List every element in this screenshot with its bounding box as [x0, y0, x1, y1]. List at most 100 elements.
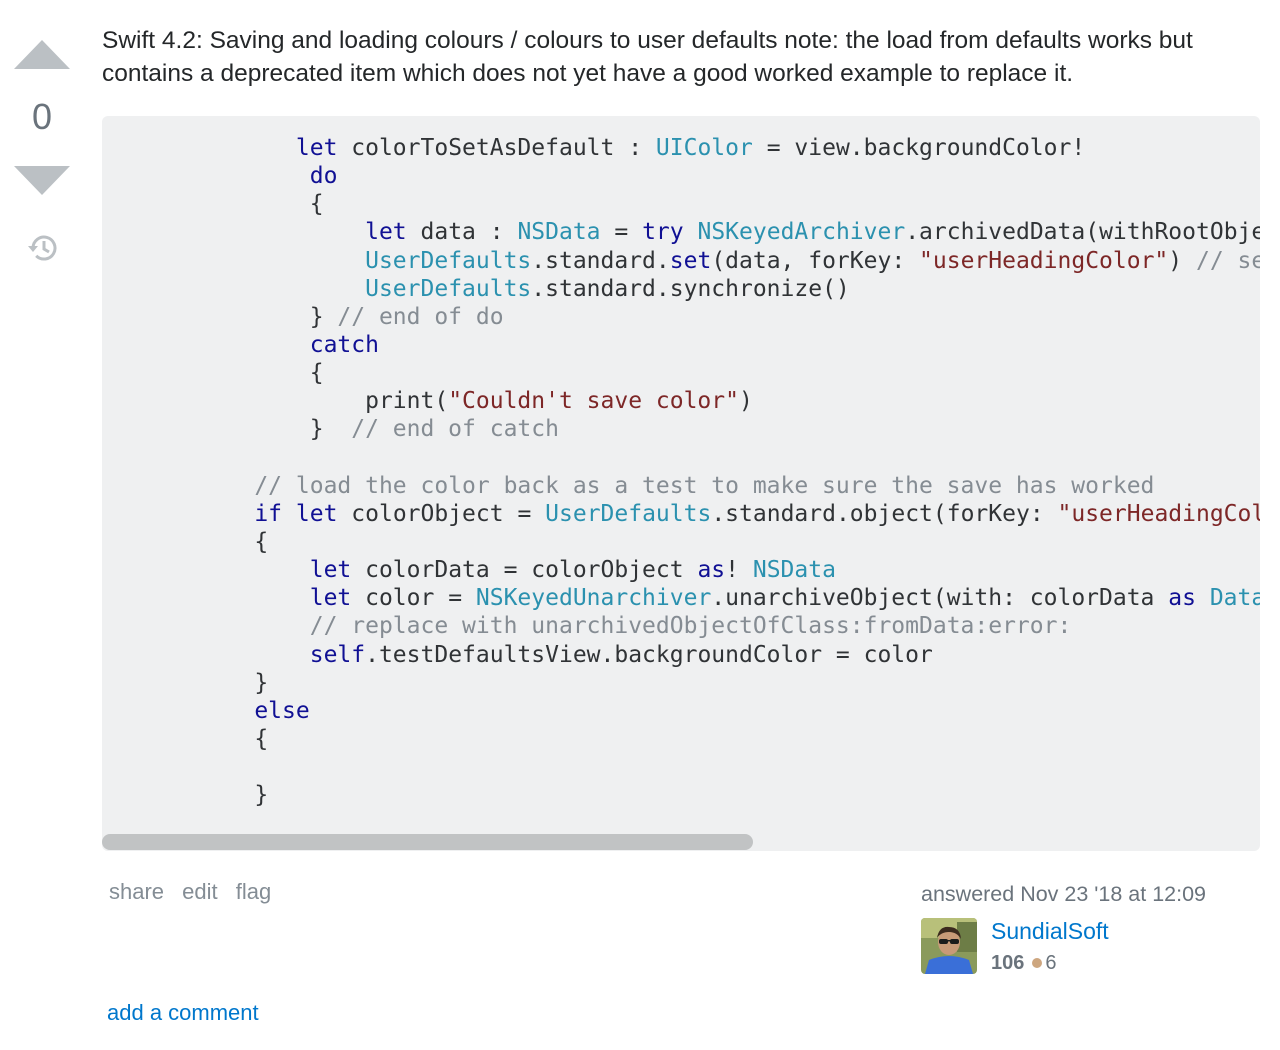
code-token: catch	[309, 331, 379, 358]
code-token	[282, 501, 296, 527]
post-body-text: Swift 4.2: Saving and loading colours / …	[102, 27, 1193, 87]
code-token: // load the color back as a test to make…	[254, 472, 1155, 499]
code-line: print("Couldn't save color")	[102, 387, 1260, 415]
code-token: "userHeadingColor"	[1057, 500, 1260, 527]
code-token	[102, 219, 365, 245]
code-token: else	[254, 697, 310, 724]
code-line: } // end of catch	[102, 415, 1260, 443]
reputation-score: 106	[991, 952, 1025, 974]
code-token	[102, 473, 254, 499]
code-token: NSKeyedUnarchiver	[475, 585, 712, 612]
code-token: colorData = colorObject	[351, 557, 698, 584]
code-token: let	[295, 500, 338, 527]
code-line: catch	[102, 331, 1260, 359]
code-token: let	[309, 585, 352, 612]
code-token	[102, 642, 310, 668]
code-token	[102, 163, 310, 189]
code-token: !	[725, 557, 753, 584]
code-token: =	[600, 219, 643, 246]
code-token: // set the colour in the defaults	[1195, 247, 1260, 274]
code-token: NSData	[517, 219, 601, 246]
code-token: as	[697, 557, 726, 584]
add-comment-link[interactable]: add a comment	[107, 1000, 259, 1025]
scrollbar-thumb[interactable]	[102, 834, 753, 850]
code-token: UserDefaults	[545, 500, 712, 527]
share-link[interactable]: share	[109, 879, 165, 904]
code-token: color =	[351, 585, 476, 612]
code-token: {	[102, 191, 324, 218]
code-token: colorToSetAsDefault :	[337, 135, 656, 161]
code-token: .testDefaultsView.backgroundColor = colo…	[365, 641, 933, 668]
code-line: self.testDefaultsView.backgroundColor = …	[102, 641, 1260, 669]
code-line: {	[102, 190, 1260, 218]
code-token: let	[295, 135, 338, 161]
code-token: )	[1168, 247, 1196, 274]
edit-link[interactable]: edit	[182, 879, 218, 904]
code-line: else	[102, 697, 1260, 725]
code-token: // end of do	[337, 303, 504, 330]
code-token: set	[669, 247, 712, 274]
code-token: .standard.synchronize()	[531, 275, 850, 302]
avatar[interactable]	[921, 918, 977, 974]
code-token: {	[102, 528, 269, 555]
code-token: {	[102, 725, 269, 752]
code-token	[102, 613, 310, 639]
user-name-link[interactable]: SundialSoft	[991, 918, 1109, 944]
horizontal-scrollbar[interactable]	[102, 833, 1260, 851]
code-token	[102, 557, 310, 583]
code-line: if let colorObject = UserDefaults.standa…	[102, 500, 1260, 528]
code-line: // replace with unarchivedObjectOfClass:…	[102, 612, 1260, 640]
code-token: {	[102, 360, 324, 387]
code-token: NSKeyedArchiver	[697, 219, 906, 246]
code-line: }	[102, 669, 1260, 697]
code-token: let	[309, 557, 352, 584]
code-token: // end of catch	[351, 416, 559, 443]
code-token: "Couldn't save color"	[448, 388, 739, 415]
code-token: try	[642, 219, 684, 246]
code-token: colorObject =	[337, 500, 546, 527]
post-menu: share edit flag	[109, 879, 283, 905]
code-line: let color = NSKeyedUnarchiver.unarchiveO…	[102, 584, 1260, 612]
code-line	[102, 444, 1260, 472]
code-token	[1196, 585, 1210, 611]
code-token: .standard.object(forKey:	[711, 500, 1058, 527]
code-token	[102, 276, 365, 302]
code-line: {	[102, 359, 1260, 387]
code-token	[102, 585, 310, 611]
code-token	[102, 332, 310, 358]
answered-timestamp: answered Nov 23 '18 at 12:09	[921, 882, 1206, 906]
code-token: UserDefaults	[365, 275, 532, 302]
code-line: }	[102, 781, 1260, 809]
code-content: let colorToSetAsDefault : UIColor = view…	[102, 134, 1260, 809]
history-icon[interactable]	[24, 230, 60, 266]
code-token: }	[102, 303, 338, 330]
code-line: UserDefaults.standard.synchronize()	[102, 275, 1260, 303]
code-token: }	[102, 782, 269, 809]
code-token: if	[254, 500, 283, 527]
code-line	[102, 753, 1260, 781]
upvote-arrow-icon[interactable]	[14, 40, 70, 69]
code-token	[102, 698, 254, 724]
code-token: .archivedData(withRootObject: colorToSet…	[905, 219, 1260, 246]
code-line: {	[102, 528, 1260, 556]
code-token: (data, forKey:	[711, 247, 920, 274]
code-token: .standard.	[531, 247, 670, 274]
user-card: answered Nov 23 '18 at 12:09 SundialSoft…	[921, 882, 1261, 974]
code-token: UserDefaults	[365, 247, 532, 274]
code-token: UIColor	[655, 135, 753, 161]
code-token: NSData	[752, 557, 836, 584]
flag-link[interactable]: flag	[235, 879, 272, 904]
code-line: let data : NSData = try NSKeyedArchiver.…	[102, 218, 1260, 246]
code-line: } // end of do	[102, 303, 1260, 331]
code-line: // load the color back as a test to make…	[102, 472, 1260, 500]
code-line: let colorToSetAsDefault : UIColor = view…	[102, 134, 1260, 162]
code-token: let	[365, 219, 407, 246]
code-token: print(	[102, 388, 449, 415]
downvote-arrow-icon[interactable]	[14, 166, 70, 195]
code-token: )	[738, 388, 753, 415]
code-token: }	[102, 669, 269, 696]
code-token: as	[1168, 585, 1196, 612]
code-token: self	[309, 641, 366, 668]
